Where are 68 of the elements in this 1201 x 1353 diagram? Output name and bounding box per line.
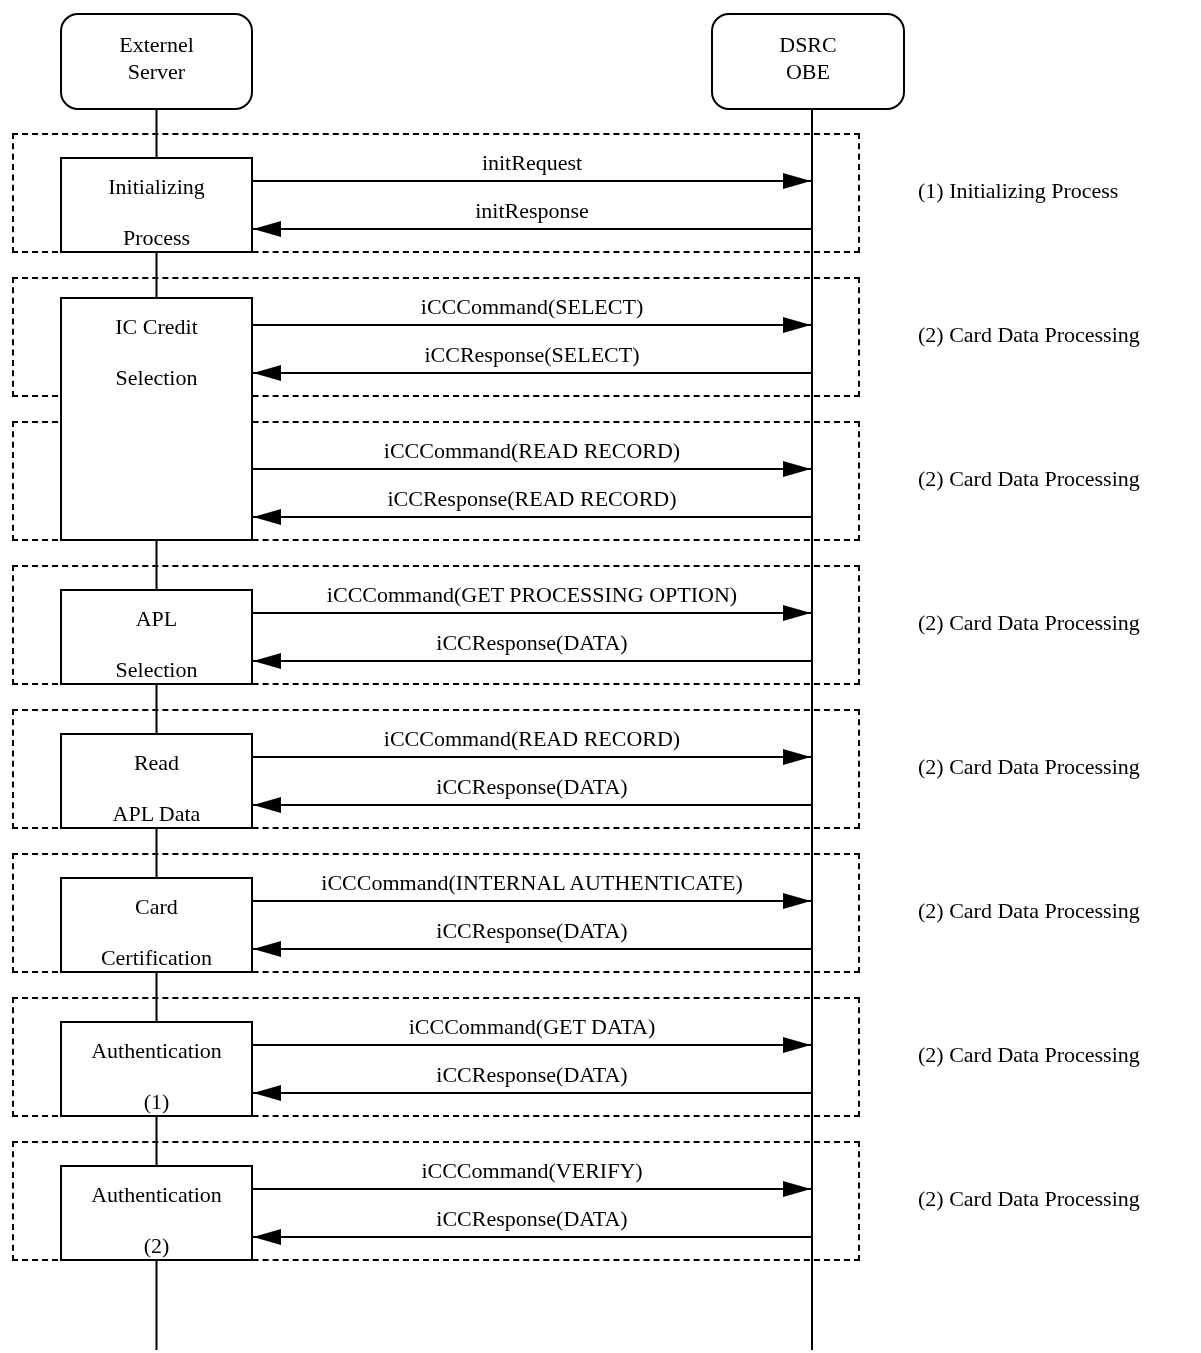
edge-label: iCCCommand(SELECT) (420, 294, 644, 320)
node-label: APL Selection (115, 605, 198, 684)
connector-line (155, 109, 158, 158)
process-box (60, 157, 253, 253)
connector-line (155, 1260, 158, 1351)
edge-label: iCCResponse(DATA) (436, 918, 628, 944)
edge-label: iCCResponse(READ RECORD) (387, 486, 677, 512)
message-arrow (252, 1037, 812, 1053)
phase-label: (2) Card Data Processing (918, 322, 1140, 348)
edge-label: initResponse (475, 198, 589, 224)
phase-label: (1) Initializing Process (918, 178, 1119, 204)
message-arrow (252, 941, 812, 957)
process-box (60, 297, 253, 541)
node-label: Authentication (2) (91, 1181, 222, 1260)
edge-label: initRequest (481, 150, 583, 176)
message-arrow (252, 317, 812, 333)
connector-line (155, 684, 158, 734)
message-arrow (252, 173, 812, 189)
edge-label: iCCCommand(VERIFY) (421, 1158, 643, 1184)
edge-label: iCCResponse(DATA) (436, 774, 628, 800)
node-label: Authentication (1) (91, 1037, 222, 1116)
phase-label: (2) Card Data Processing (918, 466, 1140, 492)
connector-line (155, 828, 158, 878)
phase-label: (2) Card Data Processing (918, 610, 1140, 636)
phase-label: (2) Card Data Processing (918, 1042, 1140, 1068)
process-box (60, 733, 253, 829)
message-arrow (252, 1085, 812, 1101)
message-arrow (252, 605, 812, 621)
process-box (60, 877, 253, 973)
process-box (60, 1021, 253, 1117)
edge-label: iCCCommand(READ RECORD) (383, 438, 681, 464)
edge-label: iCCCommand(READ RECORD) (383, 726, 681, 752)
message-arrow (252, 1229, 812, 1245)
connector-line (155, 1116, 158, 1166)
connector-line (811, 109, 813, 141)
lifeline-header (711, 13, 905, 110)
message-arrow (252, 365, 812, 381)
connector-line (155, 252, 158, 298)
edge-label: iCCResponse(DATA) (436, 630, 628, 656)
message-arrow (252, 1181, 812, 1197)
edge-label: iCCResponse(DATA) (436, 1062, 628, 1088)
message-arrow (252, 797, 812, 813)
process-box (60, 589, 253, 685)
phase-label: (2) Card Data Processing (918, 754, 1140, 780)
node-label: Card Certification (100, 893, 213, 972)
node-label: Initializing Process (108, 173, 205, 252)
lifeline-header (60, 13, 253, 110)
message-arrow (252, 749, 812, 765)
message-arrow (252, 221, 812, 237)
edge-label: iCCResponse(SELECT) (424, 342, 640, 368)
process-box (60, 1165, 253, 1261)
edge-label: iCCCommand(GET DATA) (408, 1014, 656, 1040)
message-arrow (252, 893, 812, 909)
connector-line (155, 540, 158, 590)
message-arrow (252, 653, 812, 669)
phase-label: (2) Card Data Processing (918, 1186, 1140, 1212)
message-arrow (252, 509, 812, 525)
node-label: Read APL Data (112, 749, 201, 828)
edge-label: iCCResponse(DATA) (436, 1206, 628, 1232)
node-label: Externel Server (119, 31, 194, 85)
edge-label: iCCCommand(GET PROCESSING OPTION) (326, 582, 738, 608)
edge-label: iCCCommand(INTERNAL AUTHENTICATE) (321, 870, 743, 896)
lifeline (811, 140, 813, 1350)
connector-line (155, 972, 158, 1022)
node-label: IC Credit Selection (115, 313, 198, 392)
node-label: DSRC OBE (779, 31, 837, 85)
phase-label: (2) Card Data Processing (918, 898, 1140, 924)
message-arrow (252, 461, 812, 477)
